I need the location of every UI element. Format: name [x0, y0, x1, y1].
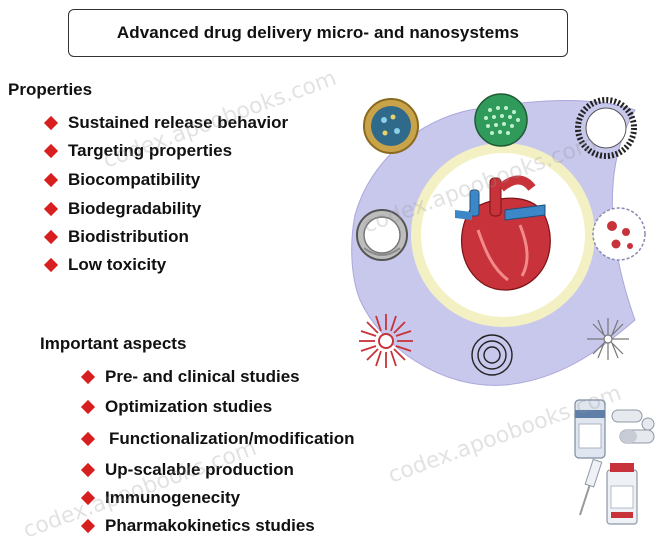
- micelle-core-icon: [363, 98, 419, 154]
- property-item: Targeting properties: [43, 137, 288, 165]
- red-diamond-bullet-icon: [43, 115, 59, 131]
- property-label: Biodistribution: [68, 227, 189, 246]
- aspects-heading: Important aspects: [40, 334, 187, 353]
- red-diamond-bullet-icon: [80, 462, 96, 477]
- property-item: Low toxicity: [43, 251, 288, 279]
- liposome-ring-icon: [575, 97, 637, 159]
- red-diamond-bullet-icon: [80, 399, 96, 414]
- property-item: Sustained release behavior: [43, 109, 289, 137]
- property-label: Biodegradability: [68, 199, 202, 218]
- aspect-item: Immunogenecity: [80, 484, 355, 512]
- dendrimer-star-icon: [359, 314, 413, 368]
- diagram-title: Advanced drug delivery micro- and nanosy…: [68, 9, 568, 57]
- red-diamond-bullet-icon: [43, 172, 59, 188]
- red-diamond-bullet-icon: [43, 229, 59, 245]
- syringe-icon: [579, 458, 603, 516]
- aspects-list: Pre- and clinical studies Optimization s…: [80, 362, 355, 540]
- branched-polymer-icon: [587, 318, 629, 360]
- concentric-ring-icon: [471, 334, 513, 376]
- red-diamond-bullet-icon: [80, 490, 96, 506]
- property-label: Low toxicity: [68, 255, 167, 274]
- property-item: Biocompatibility: [43, 165, 288, 195]
- aspect-item: Optimization studies: [80, 391, 355, 422]
- red-diamond-bullet-icon: [80, 431, 96, 446]
- heart-icon: [455, 175, 551, 291]
- porous-sphere-icon: [474, 93, 528, 147]
- properties-list: Sustained release behavior Targeting pro…: [43, 109, 289, 279]
- medicine-bottle-icon: [606, 463, 638, 525]
- vesicle-icon: [356, 209, 408, 261]
- red-diamond-bullet-icon: [80, 518, 96, 534]
- aspect-label: Up-scalable production: [105, 459, 294, 479]
- aspect-label: Pharmakokinetics studies: [105, 516, 315, 535]
- aspect-item: Functionalization/modification: [80, 422, 355, 455]
- red-diamond-bullet-icon: [43, 201, 59, 217]
- property-item: Biodegradability: [43, 195, 288, 223]
- capsule-pills-icon: [611, 409, 655, 444]
- loaded-particle-icon: [592, 207, 646, 261]
- property-label: Biocompatibility: [68, 170, 201, 189]
- diagram-title-text: Advanced drug delivery micro- and nanosy…: [116, 23, 520, 42]
- aspect-label: Functionalization/modification: [109, 428, 355, 448]
- aspect-label: Pre- and clinical studies: [105, 366, 300, 386]
- properties-heading: Properties: [8, 80, 93, 99]
- red-diamond-bullet-icon: [80, 369, 96, 384]
- red-diamond-bullet-icon: [43, 143, 59, 159]
- medicine-vial-icon: [574, 399, 606, 459]
- aspect-item: Up-scalable production: [80, 455, 355, 484]
- aspect-label: Immunogenecity: [105, 488, 241, 507]
- aspect-item: Pharmakokinetics studies: [80, 512, 355, 540]
- aspect-item: Pre- and clinical studies: [80, 362, 355, 391]
- property-item: Biodistribution: [43, 223, 288, 251]
- red-diamond-bullet-icon: [43, 257, 59, 273]
- property-label: Sustained release behavior: [68, 113, 289, 132]
- property-label: Targeting properties: [68, 141, 233, 160]
- aspect-label: Optimization studies: [105, 396, 273, 416]
